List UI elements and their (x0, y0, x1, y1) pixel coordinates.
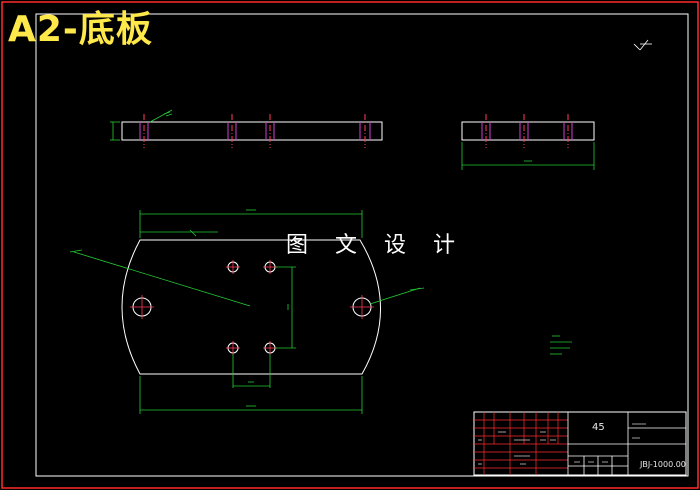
title-block-drawing-number: JBJ-1000.00 (640, 460, 686, 469)
inner-frame (35, 13, 689, 477)
top-view-holes (132, 261, 372, 354)
front-view-outline (121, 121, 383, 141)
watermark-text: 图 文 设 计 (286, 233, 465, 258)
top-view[interactable] (69, 209, 425, 414)
front-view[interactable] (110, 109, 383, 148)
side-view-centerlines (485, 114, 569, 148)
side-view-holes (481, 122, 573, 140)
top-view-outline (121, 239, 381, 375)
side-view-dimensions (461, 142, 595, 170)
top-view-centerlines (130, 260, 374, 355)
front-view-dimensions (110, 109, 173, 141)
title-block-material: 45 (592, 422, 605, 433)
top-view-dimensions (69, 209, 425, 414)
title-block (473, 411, 687, 476)
side-view[interactable] (461, 114, 595, 170)
front-view-holes (139, 122, 371, 140)
drawing-title: A2-底板 (8, 9, 153, 50)
technical-note (550, 335, 572, 355)
roughness-symbol (633, 39, 652, 51)
front-view-centerlines (143, 114, 366, 148)
